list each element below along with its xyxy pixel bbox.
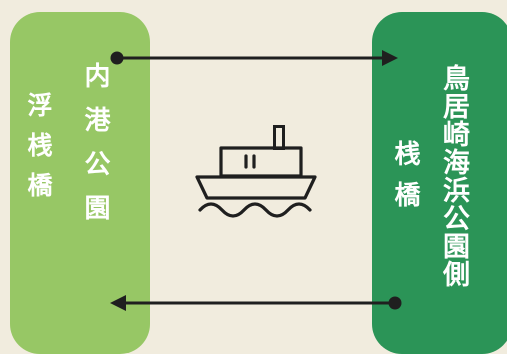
- return-route-arrow: [110, 295, 402, 311]
- left-pier-panel: [10, 12, 150, 354]
- left-pier-name: 内港公園: [80, 62, 110, 238]
- outbound-arrowhead: [382, 50, 398, 66]
- return-arrowhead: [110, 295, 126, 311]
- outbound-route-arrow: [110, 50, 398, 66]
- left-pier-type: 浮桟橋: [24, 92, 53, 212]
- right-pier-name: 鳥居崎海浜公園側: [438, 64, 469, 288]
- ferry-boat-icon: [195, 125, 317, 218]
- right-pier-type: 桟橋: [390, 140, 420, 222]
